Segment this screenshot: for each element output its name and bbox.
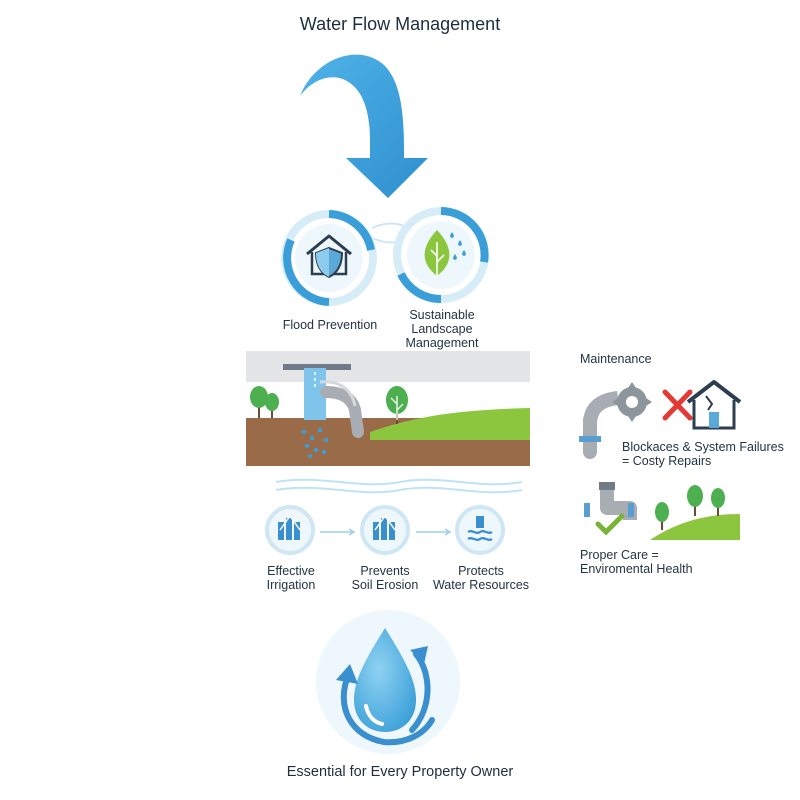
benefit-label-line: Soil Erosion [351, 578, 419, 592]
sustainable-landscape-line-1: Sustainable [409, 308, 475, 322]
benefit-label-line: Irrigation [266, 578, 316, 592]
irrigation-icon [265, 505, 315, 555]
downspout-pipe [283, 364, 364, 438]
benefit-label-line: Protects [458, 564, 504, 578]
broken-house-icon [686, 380, 742, 430]
red-x-icon [662, 389, 693, 421]
drainage-cross-section [246, 351, 530, 466]
footer-tagline: Essential for Every Property Owner [286, 764, 514, 780]
bad-outcome-text: Blockaces & System Failures = Costy Repa… [610, 440, 790, 468]
sustainable-landscape-label: Sustainable Landscape Management [382, 308, 502, 350]
pipe-check-icon [584, 482, 637, 536]
sustainable-landscape-line-3: Management [405, 336, 479, 350]
water-cycle-drop-icon [316, 610, 460, 754]
landscape-trees-icon [650, 485, 740, 540]
pipe-gear-icon [579, 382, 652, 459]
sustainable-landscape-line-2: Landscape [411, 322, 473, 336]
page-title: Water Flow Management [299, 14, 501, 34]
curved-flow-arrow-icon [300, 54, 428, 198]
wave-lines [275, 478, 523, 494]
arrow-right-icon [320, 528, 356, 536]
tree-icon [250, 386, 408, 424]
bad-outcome-line-2: = Costy Repairs [622, 454, 712, 468]
benefit-label-irrigation: Effective Irrigation [246, 564, 336, 592]
arrow-right-icon [416, 528, 452, 536]
good-outcome-line-2: Enviromental Health [580, 562, 693, 576]
benefit-label-line: Water Resources [432, 578, 530, 592]
soil-erosion-icon [360, 505, 410, 555]
water-resources-icon [455, 505, 505, 555]
good-outcome-text: Proper Care = Enviromental Health [580, 548, 740, 576]
benefit-label-soil-erosion: Prevents Soil Erosion [335, 564, 435, 592]
flood-prevention-label: Flood Prevention [282, 318, 378, 332]
benefit-label-line: Prevents [360, 564, 410, 578]
water-drops [301, 427, 329, 458]
good-outcome-line-1: Proper Care = [580, 548, 659, 562]
benefit-label-line: Effective [267, 564, 315, 578]
benefit-label-water-resources: Protects Water Resources [428, 564, 534, 592]
leaf-droplets-icon [424, 230, 466, 276]
bad-outcome-line-1: Blockaces & System Failures [622, 440, 784, 454]
maintenance-heading: Maintenance [580, 352, 652, 366]
house-shield-icon [306, 234, 352, 279]
